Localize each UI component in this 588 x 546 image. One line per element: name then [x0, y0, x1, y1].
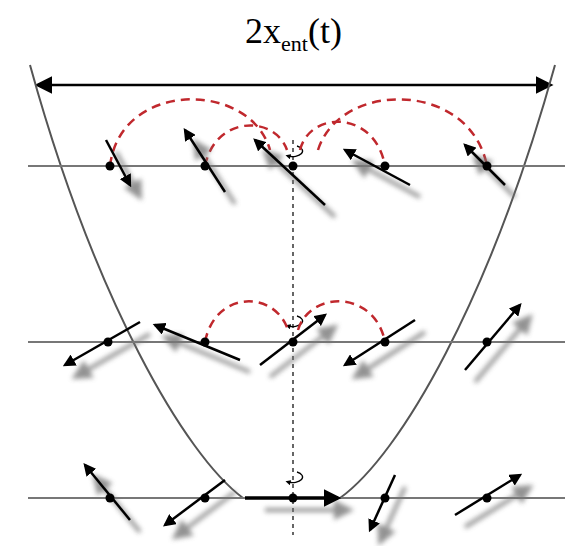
site-dot [381, 338, 390, 347]
spin-shadow [475, 157, 515, 197]
spin-shadow [355, 332, 425, 377]
spin-shadow [175, 492, 235, 537]
site-dot [381, 162, 390, 171]
entanglement-arc [300, 122, 385, 166]
spin-arrow [106, 140, 130, 185]
spin-shadow [355, 162, 420, 197]
spin-arrow [465, 145, 505, 185]
entanglement-arc [110, 99, 270, 166]
spin-arrow [465, 305, 520, 370]
site-dot [201, 162, 210, 171]
spin-shadow [195, 142, 235, 204]
width-label-main: 2x [245, 11, 281, 51]
spin-arrow [345, 150, 410, 185]
width-label: 2xent(t) [245, 10, 342, 57]
site-dot [381, 494, 390, 503]
spin-arrow [370, 475, 395, 530]
site-dot [201, 338, 210, 347]
spin-arrow [345, 320, 415, 365]
spin-shadow [75, 334, 150, 377]
spin-shadows [75, 142, 530, 542]
width-arrow [38, 84, 550, 87]
spin-shadow [165, 337, 250, 372]
entanglement-arc [318, 99, 487, 166]
spin-sites [104, 162, 492, 503]
site-dot [289, 494, 298, 503]
spin-shadow [380, 487, 405, 542]
spin-arrow [65, 322, 140, 365]
site-dot [104, 338, 113, 347]
site-dot [106, 494, 115, 503]
spins [65, 130, 520, 530]
site-dot [483, 494, 492, 503]
cone-boundary [340, 65, 555, 498]
spin-shadow [265, 508, 350, 512]
rotation-symbol [288, 472, 303, 483]
site-dot [289, 162, 298, 171]
site-dot [483, 338, 492, 347]
cone-boundary [30, 65, 243, 498]
entanglement-arcs [110, 99, 487, 342]
width-label-argument: (t) [308, 11, 342, 51]
site-dot [483, 162, 492, 171]
spin-arrow [185, 130, 225, 192]
spin-arrow [455, 475, 520, 515]
spin-arrow [155, 325, 240, 360]
spin-arrow [255, 140, 325, 205]
spin-shadow [465, 487, 530, 527]
width-label-subscript: ent [281, 31, 308, 56]
site-dot [201, 494, 210, 503]
site-dot [106, 162, 115, 171]
site-dot [289, 338, 298, 347]
entanglement-arc [298, 301, 385, 342]
spin-arrow [165, 480, 225, 525]
spin-shadow [265, 152, 335, 217]
spin-arrow [260, 315, 325, 365]
spin-arrow [85, 465, 130, 520]
entanglement-arc [205, 301, 288, 342]
spin-shadow [270, 327, 335, 377]
spin-shadow [116, 152, 140, 197]
